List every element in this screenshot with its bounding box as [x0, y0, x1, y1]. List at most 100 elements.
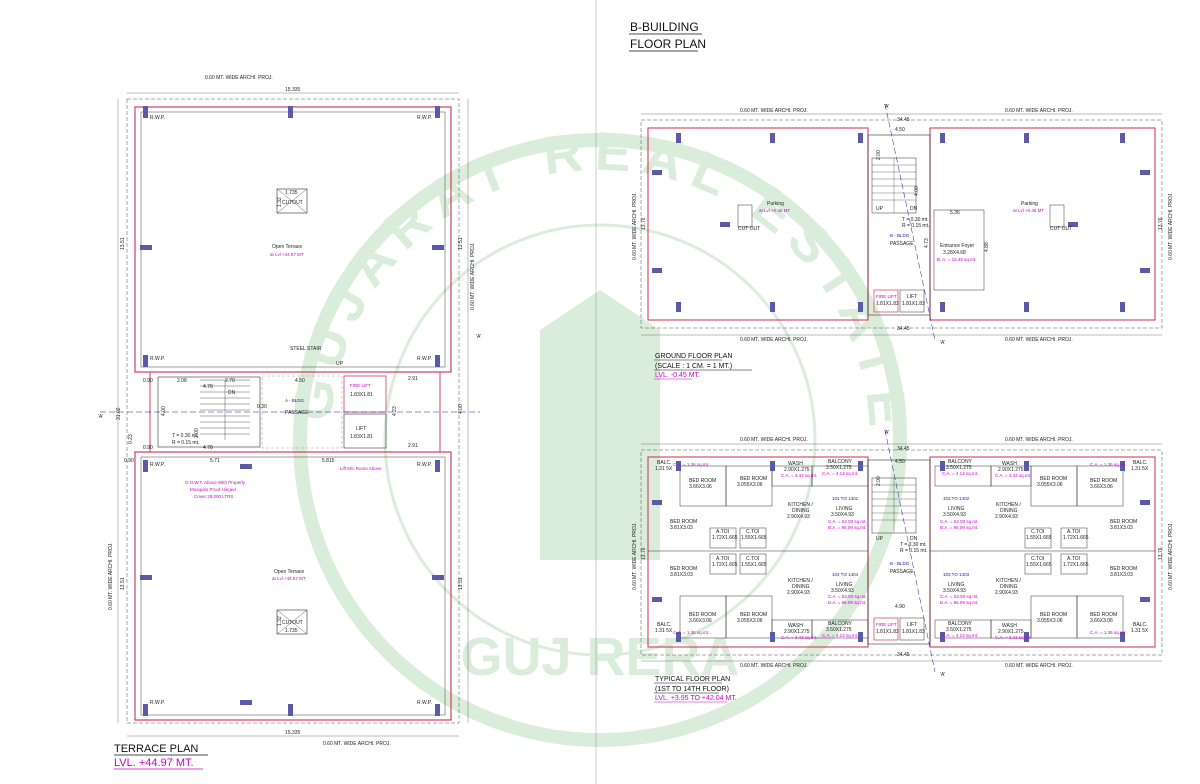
typical-living-tr-ba: B.A. = 96.09 sq.mt. — [940, 525, 978, 530]
terrace-ohwt-note-2: Mosquito Proof Hinged — [190, 487, 236, 492]
typical-dn: DN — [910, 536, 918, 542]
typical-dining-br: DINING — [1000, 584, 1018, 590]
typical-living-tl-size: 3.50X4.93 — [831, 512, 854, 518]
ground-parking-left-level: at Lvl +0.45 MT — [759, 208, 790, 213]
typical-wash-br-ca: C.A. = 3.43 sq.mt. — [995, 635, 1031, 640]
terrace-rwp-4: R.W.P. — [417, 356, 432, 362]
typical-plan-floors: (1ST TO 14TH FLOOR) — [655, 686, 729, 693]
ground-foyer-ba: B. A. = 15.49 sq.mt. — [937, 257, 976, 262]
terrace-width-dim-top: 15.335 — [285, 87, 301, 93]
terrace-section-a-left: 'A' — [98, 414, 103, 420]
typical-wash-bl: WASH — [788, 623, 803, 629]
watermark-inner-ring — [383, 223, 817, 657]
ground-dim-5: 4.73 — [924, 238, 930, 248]
ground-proj-top-right: 0.60 MT. WIDE ARCHI. PROJ. — [1005, 108, 1073, 114]
typical-balc-br-size: 1.31 5X — [1131, 628, 1149, 634]
typical-projection-outline — [640, 449, 1163, 656]
typical-balcony-bl: BALCONY — [828, 621, 853, 627]
terrace-open-lower: Open Terrace — [274, 569, 304, 575]
terrace-rwp-6: R.W.P. — [417, 462, 432, 468]
terrace-dim-8: 4.00 — [161, 406, 167, 416]
typical-living-br-ba: B.A. = 96.09 sq.mt. — [940, 600, 978, 605]
typical-width-top: 34.45 — [897, 446, 910, 452]
typical-balcony-tl-size: 3.50X1.275 — [826, 465, 852, 471]
typical-living-tr-ca: C.A. = 62.93 sq.mt. — [940, 519, 979, 524]
terrace-lower-height-r: 13.51 — [458, 577, 464, 590]
typical-balc-br-ca: C.A. = 1.36 sq.mt. — [1090, 630, 1126, 635]
terrace-fire-lift-size: 1.83X1.81 — [350, 392, 373, 398]
typical-ctoi-br-size: 1.55X1.665 — [1026, 562, 1052, 568]
typical-bed-br-size: 3.81X3.03 — [1110, 572, 1133, 578]
terrace-cutout-h-lower: 1.32 — [277, 616, 283, 626]
ground-plan-scale: (SCALE : 1 CM. = 1 MT.) — [655, 363, 732, 370]
ground-parking-right: Parking — [1021, 201, 1038, 207]
typical-atoi-br: A.TOI — [1067, 556, 1080, 562]
ground-lift-label: LIFT — [907, 294, 917, 300]
typical-living-bl-ca: C.A. = 62.93 sq.mt. — [828, 594, 867, 599]
terrace-dim-7: 0.30 — [257, 404, 267, 410]
terrace-ohwt-note-1: O.H.W.T. Above With Properly — [185, 480, 246, 485]
typical-width-bottom: 34.45 — [897, 652, 910, 658]
typical-height-left: 13.76 — [641, 547, 647, 560]
ground-tread: T = 0.30 mt. — [902, 217, 929, 223]
ground-passage: PASSAGE — [890, 241, 914, 247]
terrace-total-height: 31.02 — [116, 407, 122, 420]
typical-living-tl-ca: C.A. = 62.93 sq.mt. — [828, 519, 867, 524]
ground-up: UP — [876, 206, 884, 212]
typical-dining-tr: DINING — [1000, 508, 1018, 514]
terrace-rwp-5: R.W.P. — [150, 462, 165, 468]
ground-columns — [652, 133, 1150, 312]
ground-height-left: 13.76 — [641, 217, 647, 230]
ground-fire-lift — [873, 289, 899, 313]
terrace-proj-top: 0.60 MT. WIDE ARCHI. PROJ. — [205, 75, 273, 81]
typical-bed-bl2-size: 3.66X3.06 — [689, 618, 712, 624]
terrace-projection-outline — [126, 98, 460, 724]
ground-stair-treads — [872, 158, 916, 213]
terrace-cutout-label-upper: CUTOUT — [282, 200, 303, 206]
typical-bed-tr-size: 3.055X3.06 — [1037, 482, 1063, 488]
ground-riser: R = 0.15 mt. — [902, 223, 929, 229]
typical-ctoi-tl: C.TOI — [746, 529, 759, 535]
ground-lift — [899, 289, 925, 313]
typical-balcony-tl: BALCONY — [828, 459, 853, 465]
typical-wash-bl-ca: C.A. = 3.43 sq.mt. — [781, 635, 817, 640]
typical-balc-tl-ca: C.A. = 1.36 sq.mt. — [673, 462, 709, 467]
ground-cutout-left — [737, 204, 753, 228]
terrace-rwp-7: R.W.P. — [150, 700, 165, 706]
terrace-columns — [140, 106, 444, 716]
typical-wash-br-size: 2.90X1.275 — [998, 629, 1024, 635]
typical-proj-bottom-right: 0.60 MT. WIDE ARCHI. PROJ. — [1005, 663, 1073, 669]
ground-section-line — [884, 103, 936, 341]
ground-proj-left: 0.60 MT. WIDE ARCHI. PROJ. — [632, 192, 638, 260]
typical-kitchen-bl-size: 2.90X4.93 — [787, 590, 810, 596]
terrace-riser: R = 0.15 mt. — [172, 440, 199, 446]
typical-bed-br2-size: 3.055X3.06 — [1037, 618, 1063, 624]
typical-fire-lift-size: 1.81X1.83 — [876, 629, 899, 635]
typical-ctoi-tl-size: 1.55X1.665 — [741, 535, 767, 541]
typical-bed-tr: BED ROOM — [1040, 476, 1067, 482]
typical-balcony-tl-ca: C.A. = 4.13 sq.mt. — [822, 471, 858, 476]
typical-bed-bl-size: 3.81X3.03 — [670, 572, 693, 578]
ground-b-bldg: B - BLDG — [890, 233, 910, 238]
typical-bed-br3: BED ROOM — [1090, 612, 1117, 618]
typical-bed-mr: BED ROOM — [1110, 519, 1137, 525]
ground-parking-left: Parking — [767, 201, 784, 207]
typical-tread: T = 0.30 mt. — [900, 542, 927, 548]
typical-wash-tl: WASH — [788, 461, 803, 467]
typical-bed-tl-size: 3.66X3.06 — [689, 484, 712, 490]
ground-fire-lift-size: 1.81X1.83 — [876, 301, 899, 307]
ground-dim-3: 4.00 — [914, 186, 920, 196]
terrace-up: UP — [336, 361, 344, 367]
typical-dim-1: 4.50 — [895, 459, 905, 465]
terrace-stair-treads — [200, 379, 250, 440]
ground-proj-bottom-left: 0.60 MT. WIDE ARCHI. PROJ. — [740, 337, 808, 343]
typical-plan-level: LVL. +3.95 TO +42.04 MT. — [655, 695, 737, 702]
typical-atoi-br-size: 1.72X1.665 — [1063, 562, 1089, 568]
ground-floor-plan: 0.60 MT. WIDE ARCHI. PROJ. 0.60 MT. WIDE… — [632, 103, 1174, 380]
typical-wash-tl-size: 2.90X1.275 — [784, 467, 810, 473]
ground-dim-2: 2.00 — [876, 150, 882, 160]
terrace-rwp-2: R.W.P. — [417, 115, 432, 121]
typical-bed-tl2: BED ROOM — [740, 476, 767, 482]
terrace-tread: T = 0.30 mt. — [172, 433, 199, 439]
typical-atoi-tl-size: 1.72X1.665 — [712, 535, 738, 541]
